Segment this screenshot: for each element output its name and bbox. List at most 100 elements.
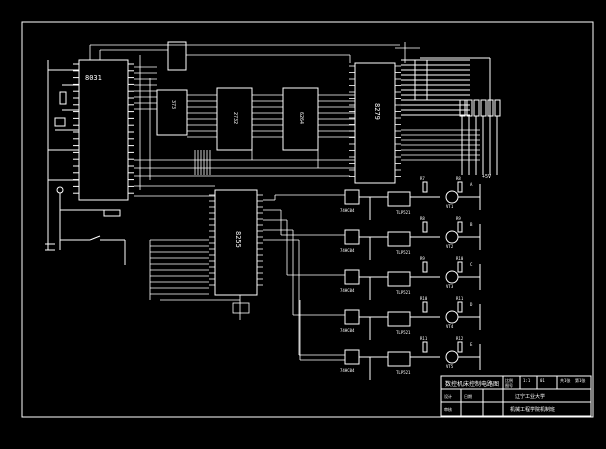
connector <box>232 302 250 314</box>
school-name: 辽宁工业大学 <box>515 393 545 400</box>
transistor-label: VT2 <box>446 244 454 249</box>
optocoupler <box>387 311 411 327</box>
resistor <box>422 221 428 233</box>
ram-label: 6264 <box>298 112 304 124</box>
tb-r3c1: 日期 <box>464 393 472 399</box>
resistor-label: R9 <box>420 256 425 261</box>
output-label: A <box>470 182 473 187</box>
transistor <box>445 190 459 204</box>
gate-label: 74HC04 <box>340 288 355 293</box>
transistor <box>445 270 459 284</box>
display-digit <box>459 99 466 117</box>
inverter-gate <box>344 309 360 325</box>
display-digit <box>494 99 501 117</box>
tb-r1c3: 比例 <box>505 377 513 383</box>
inverter-gate <box>344 229 360 245</box>
outer-frame <box>21 21 594 418</box>
output-label: E <box>470 342 473 347</box>
tb-r1c4: 1:1 <box>523 378 531 383</box>
transistor <box>445 310 459 324</box>
gate-label: 74HC04 <box>340 208 355 213</box>
resistor-label: R10 <box>420 296 428 301</box>
resistor <box>457 181 463 193</box>
transistor-label: VT3 <box>446 284 454 289</box>
bus-wiring <box>89 42 480 361</box>
resistor <box>422 261 428 273</box>
resistor-label: R11 <box>456 296 464 301</box>
display-array <box>401 57 501 175</box>
resistor <box>422 181 428 193</box>
output-label: B <box>470 222 473 227</box>
resistor <box>457 221 463 233</box>
segment-driver <box>414 59 428 101</box>
tb-r2c3: 图号 <box>505 382 513 388</box>
ram-6264: 6264 <box>282 87 319 151</box>
dept-name: 机械工程学院机制班 <box>510 406 555 413</box>
ppi-label: 8255 <box>234 231 242 248</box>
resistor-label: R9 <box>456 216 461 221</box>
gate-label: 74HC04 <box>340 328 355 333</box>
mcu-8031: 8031 <box>73 59 134 201</box>
resistor <box>422 301 428 313</box>
eprom-2732: 2732 <box>216 87 253 151</box>
transistor <box>445 350 459 364</box>
resistor <box>457 261 463 273</box>
resistor-label: R8 <box>456 176 461 181</box>
gate-label: 74HC04 <box>340 368 355 373</box>
resistor-label: R8 <box>420 216 425 221</box>
gate-label: 74HC04 <box>340 248 355 253</box>
ppi-8255: 8255 <box>214 189 258 296</box>
resistor-label: R7 <box>420 176 425 181</box>
kbd-label: 8279 <box>373 103 381 120</box>
optocoupler <box>387 191 411 207</box>
inverter-gate <box>344 349 360 365</box>
transistor <box>445 230 459 244</box>
display-digit <box>480 99 487 117</box>
resistor-label: R11 <box>420 336 428 341</box>
resistor <box>457 341 463 353</box>
tb-r2c1: 审核 <box>444 406 452 412</box>
tb-r3c3: 共1张 <box>560 377 570 383</box>
output-label: D <box>470 302 473 307</box>
optocoupler <box>387 271 411 287</box>
resistor-label: R10 <box>456 256 464 261</box>
opto-label: TLP521 <box>396 250 411 255</box>
display-digit <box>466 99 473 117</box>
decoder-chip <box>167 41 187 71</box>
inverter-gate <box>344 269 360 285</box>
opto-label: TLP521 <box>396 330 411 335</box>
eprom-label: 2732 <box>232 112 238 124</box>
drawing-title: 数控机床控制电路图 <box>445 380 499 388</box>
resistor <box>457 301 463 313</box>
latch-label: 373 <box>170 100 176 109</box>
inverter-gate <box>344 189 360 205</box>
optocoupler <box>387 351 411 367</box>
transistor-label: VT4 <box>446 324 454 329</box>
kbd-8279: 8279 <box>354 62 396 184</box>
title-block <box>440 375 592 417</box>
output-label: C <box>470 262 473 267</box>
supply-label: +5V <box>482 174 491 180</box>
tb-r1c1: 设计 <box>444 393 452 399</box>
resistor <box>422 341 428 353</box>
optocoupler <box>387 231 411 247</box>
opto-label: TLP521 <box>396 210 411 215</box>
tb-r3c4: 第1张 <box>575 377 585 383</box>
transistor-label: VT1 <box>446 204 454 209</box>
resistor-label: R12 <box>456 336 464 341</box>
mcu-label: 8031 <box>85 74 102 82</box>
crystal-reset-network <box>45 60 126 265</box>
transistor-label: VT5 <box>446 364 454 369</box>
display-digit <box>473 99 480 117</box>
latch-373: 373 <box>156 89 188 136</box>
opto-label: TLP521 <box>396 290 411 295</box>
opto-label: TLP521 <box>396 370 411 375</box>
